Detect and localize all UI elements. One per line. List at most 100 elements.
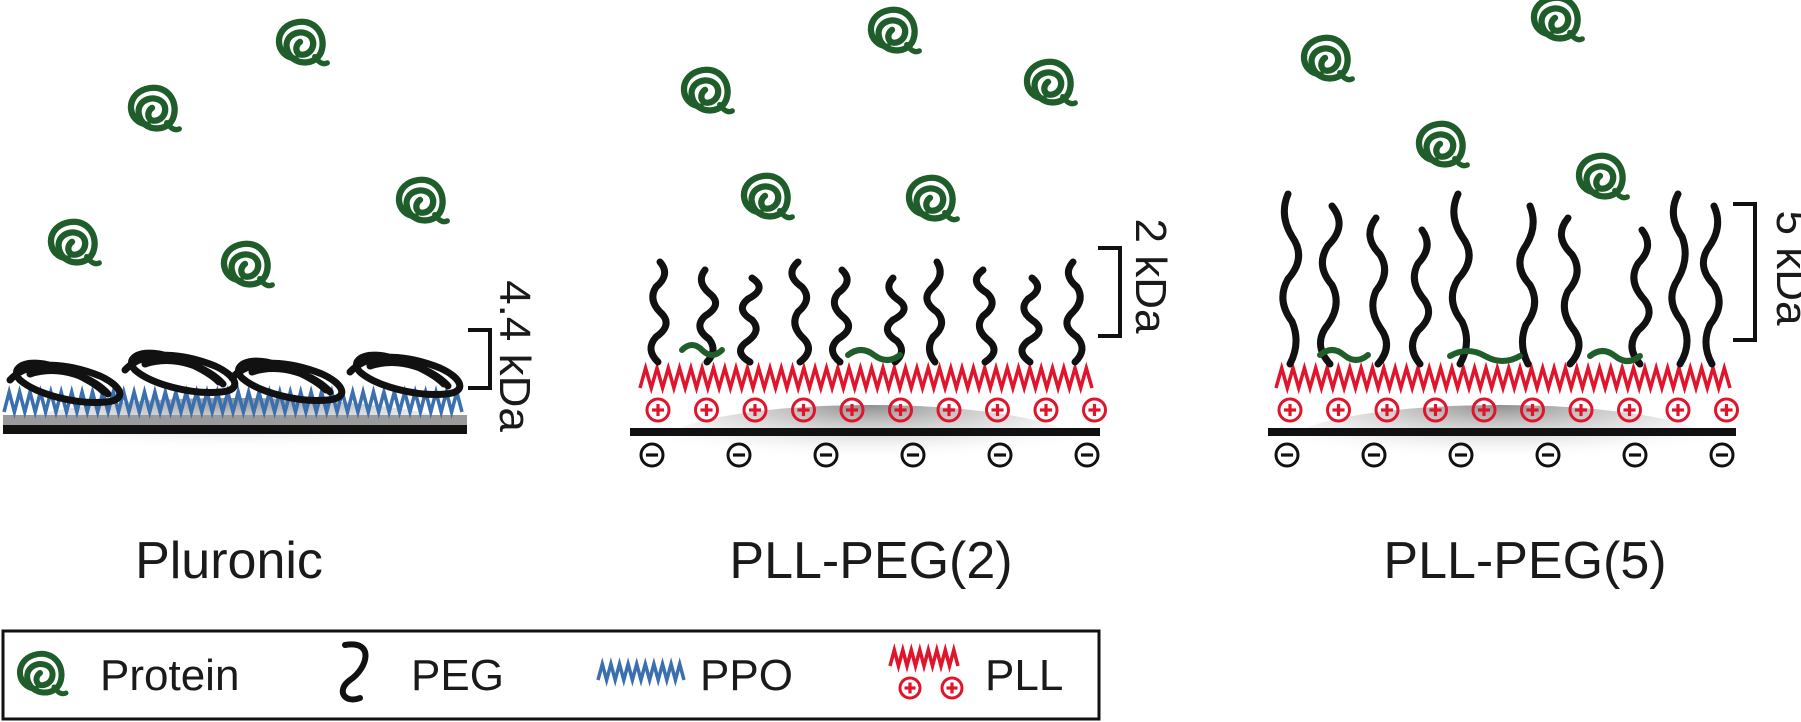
peg-chain bbox=[1700, 202, 1723, 368]
peg-chain bbox=[1628, 226, 1653, 368]
negative-charge bbox=[1361, 442, 1387, 468]
thickness-bracket-pluronic bbox=[468, 328, 492, 390]
surface-shadow bbox=[1285, 405, 1715, 485]
peg-chain bbox=[1317, 202, 1343, 368]
protein-icon bbox=[275, 18, 330, 67]
panel-pluronic bbox=[0, 328, 492, 474]
protein-icon bbox=[740, 172, 795, 221]
pll-layer bbox=[1274, 361, 1732, 395]
positive-charge bbox=[1617, 397, 1642, 423]
peg-chain bbox=[788, 258, 812, 366]
positive-charge bbox=[1082, 397, 1107, 423]
substrate-line bbox=[630, 428, 1100, 436]
positive-charge bbox=[791, 397, 816, 423]
peg-chain bbox=[737, 274, 763, 366]
peg-chain bbox=[1366, 214, 1390, 368]
protein-icon bbox=[1300, 34, 1355, 83]
legend-label-protein: Protein bbox=[100, 651, 239, 700]
substrate-line bbox=[1268, 428, 1736, 436]
peg-icon bbox=[339, 641, 369, 703]
thickness-bracket-pllpeg2 bbox=[1098, 246, 1122, 338]
peg-chain bbox=[696, 266, 719, 366]
positive-charge bbox=[1277, 397, 1303, 423]
positive-charge bbox=[1471, 397, 1497, 423]
protein-icon bbox=[47, 218, 102, 267]
positive-charge bbox=[1714, 397, 1739, 423]
peg-chain bbox=[1668, 190, 1691, 368]
negative-charge bbox=[726, 442, 752, 468]
substrate-line bbox=[3, 425, 467, 434]
negative-charge bbox=[1274, 442, 1300, 468]
protein-icon bbox=[1415, 120, 1470, 169]
legend-label-pll: PLL bbox=[985, 651, 1063, 700]
size-label-pllpeg2: 2 kDa bbox=[1126, 219, 1175, 334]
negative-charge bbox=[1535, 442, 1561, 468]
legend-label-peg: PEG bbox=[411, 651, 504, 700]
negative-charge bbox=[1074, 442, 1100, 468]
peg-chain bbox=[1516, 202, 1539, 368]
panel-title-pllpeg2: PLL-PEG(2) bbox=[729, 532, 1012, 590]
size-label-pllpeg5: 5 kDa bbox=[1767, 211, 1801, 326]
negative-charge bbox=[1622, 442, 1648, 468]
peg-chain bbox=[1063, 258, 1086, 366]
legend-frame bbox=[1, 629, 1101, 721]
positive-charge bbox=[1326, 397, 1351, 423]
positive-charge bbox=[1520, 397, 1545, 423]
positive-charge bbox=[888, 397, 913, 423]
legend-label-ppo: PPO bbox=[700, 651, 793, 700]
protein-molecules bbox=[47, 0, 1630, 289]
peg-chain bbox=[1409, 226, 1432, 368]
protein-icon bbox=[680, 66, 735, 115]
protein-icon bbox=[867, 6, 922, 55]
peg-chain bbox=[1279, 190, 1302, 368]
negative-charge bbox=[1709, 442, 1735, 468]
adsorbed-protein bbox=[845, 347, 903, 363]
positive-charge bbox=[1033, 397, 1059, 423]
adsorbed-protein bbox=[679, 342, 725, 358]
adsorbed-protein bbox=[1447, 348, 1523, 364]
peg-chain bbox=[973, 266, 998, 366]
panels bbox=[0, 190, 1757, 485]
positive-charge bbox=[1374, 397, 1400, 423]
positive-charge bbox=[940, 676, 964, 700]
positive-charge bbox=[936, 397, 962, 423]
panel-title-pllpeg5: PLL-PEG(5) bbox=[1383, 532, 1666, 590]
peg-coil bbox=[121, 349, 239, 396]
peg-chain bbox=[1448, 190, 1473, 368]
legend: Protein PEG PPO PLL bbox=[1, 629, 1101, 721]
surface-shadow bbox=[0, 398, 474, 474]
adsorbed-protein bbox=[1587, 348, 1643, 364]
panel-title-pluronic: Pluronic bbox=[135, 532, 323, 590]
surface-shadow bbox=[660, 405, 1080, 485]
peg-coil bbox=[346, 351, 464, 398]
negative-charge bbox=[900, 442, 926, 468]
negative-charge bbox=[1448, 442, 1474, 468]
positive-charge bbox=[645, 397, 671, 423]
pll-icon bbox=[888, 643, 964, 700]
positive-charge bbox=[1665, 397, 1691, 423]
positive-charge bbox=[742, 397, 768, 423]
adsorbed-protein bbox=[1317, 347, 1371, 363]
thickness-bracket-pllpeg5 bbox=[1733, 202, 1757, 342]
pll-chain bbox=[888, 643, 960, 673]
protein-icon bbox=[1530, 0, 1585, 43]
negative-charge bbox=[987, 442, 1013, 468]
hydrophobic-surface bbox=[3, 415, 467, 425]
positive-charge bbox=[985, 397, 1010, 423]
protein-icon bbox=[1575, 152, 1630, 201]
negative-charge bbox=[639, 442, 665, 468]
protein-icon bbox=[17, 650, 69, 697]
protein-icon bbox=[395, 176, 450, 225]
peg-chain bbox=[1558, 214, 1583, 368]
size-label-pluronic: 4.4 kDa bbox=[490, 280, 539, 432]
peg-chain bbox=[883, 274, 908, 366]
peg-chain bbox=[1018, 274, 1043, 366]
positive-charge bbox=[898, 676, 922, 700]
positive-charge bbox=[1568, 397, 1594, 423]
peg-chain bbox=[647, 258, 670, 366]
peg-chain bbox=[923, 258, 946, 366]
positive-charge bbox=[694, 397, 719, 423]
peg-coil bbox=[228, 357, 346, 404]
negative-charge bbox=[813, 442, 839, 468]
